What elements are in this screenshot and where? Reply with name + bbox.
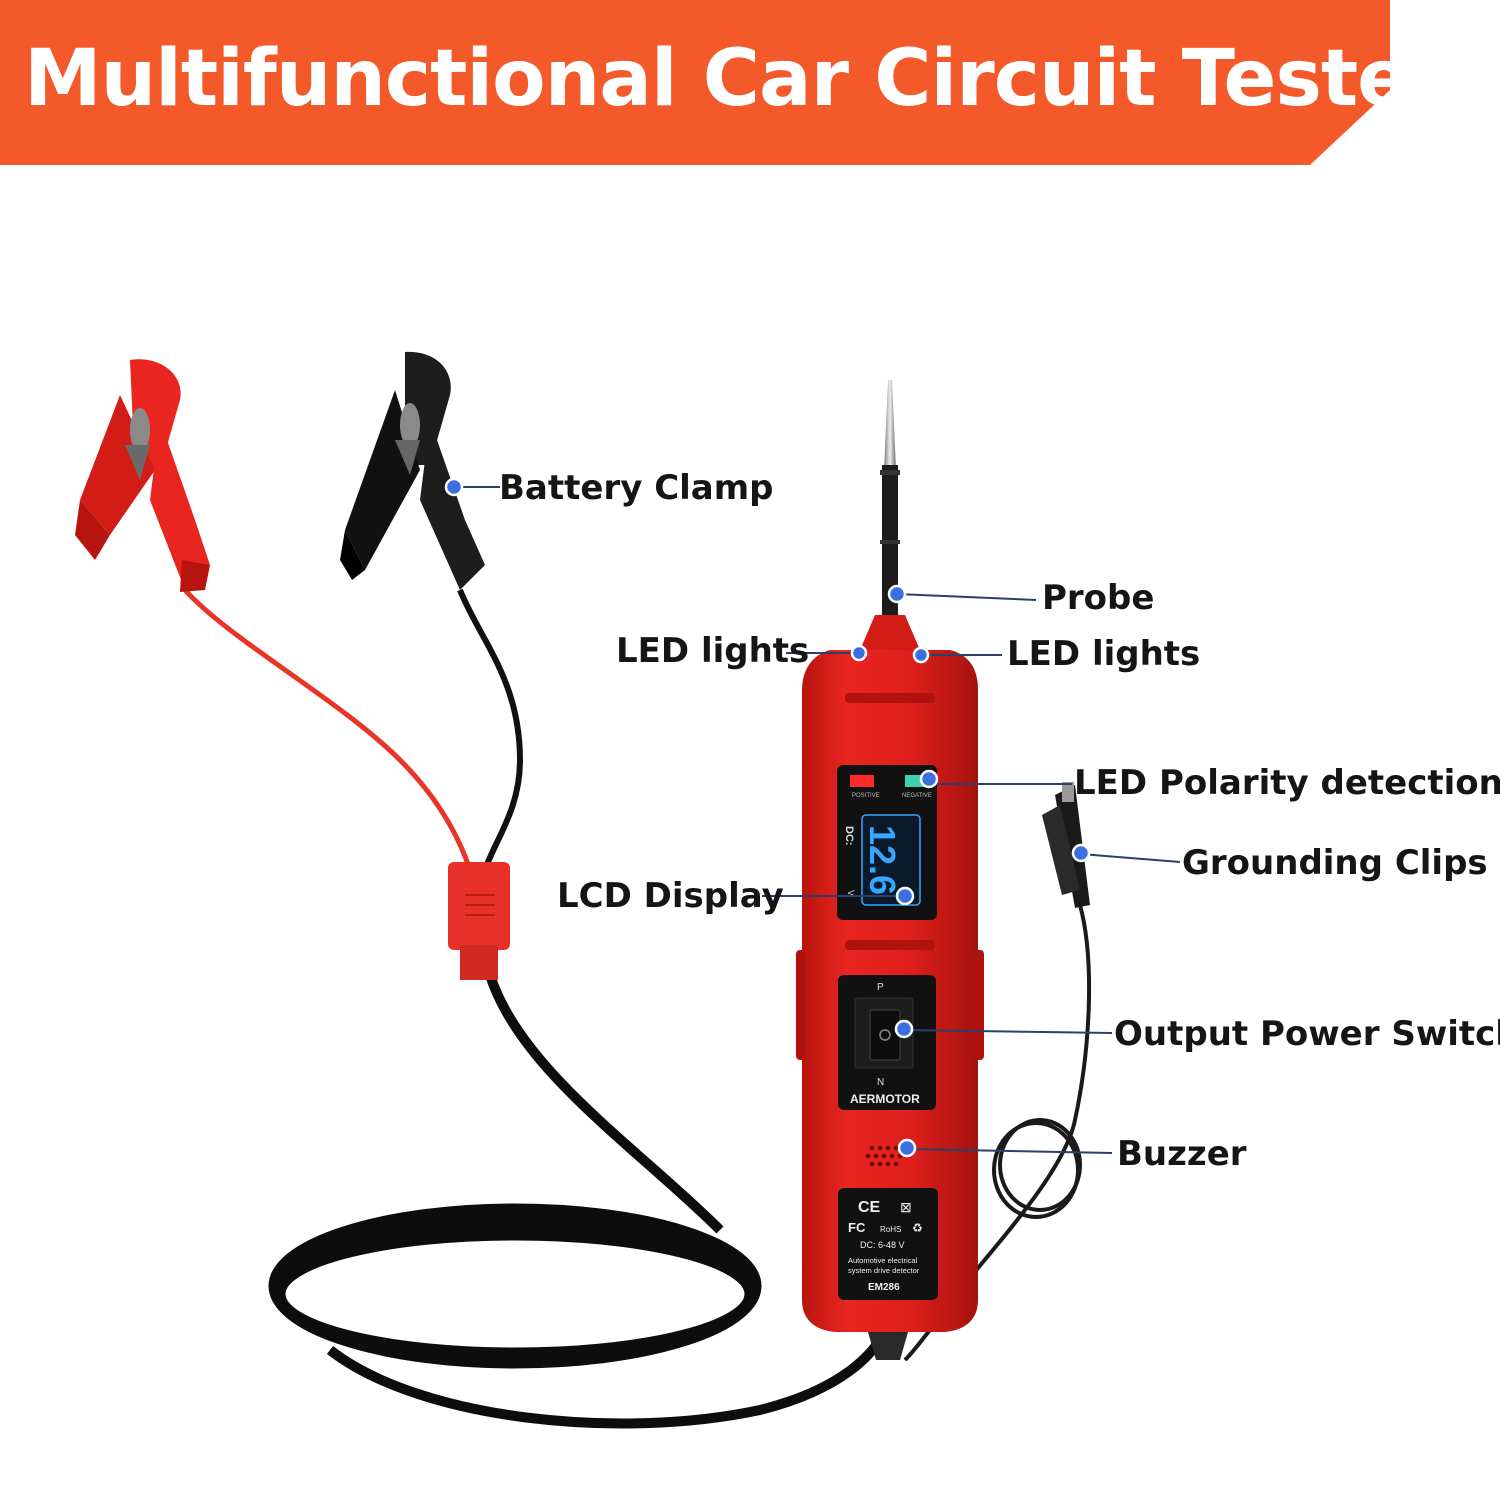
cable-junction <box>448 862 510 980</box>
callout-dot-probe <box>887 584 907 604</box>
tester-body: POSITIVE NEGATIVE DC: 12.6 V P N AERMOTO… <box>796 648 984 1360</box>
grounding-clip <box>1042 782 1090 908</box>
header-banner <box>0 0 1390 165</box>
label-led-lights-right: LED lights <box>1007 634 1201 674</box>
grounding-wire-coil <box>992 1118 1082 1219</box>
description-line-2: system drive detector <box>848 1266 920 1275</box>
weee-icon: ⊠ <box>900 1199 912 1215</box>
lcd-unit: V <box>846 890 856 896</box>
switch-n-label: N <box>877 1077 884 1088</box>
coiled-cable <box>268 1203 762 1369</box>
label-buzzer: Buzzer <box>1117 1134 1247 1174</box>
label-battery-clamp: Battery Clamp <box>499 468 774 508</box>
callout-dot-lcd <box>895 886 915 906</box>
page-title: Multifunctional Car Circuit Tester <box>24 34 1448 124</box>
ce-mark: CE <box>858 1199 881 1216</box>
label-led-polarity: LED Polarity detection <box>1074 763 1500 803</box>
recycle-icon: ♻ <box>912 1221 923 1235</box>
voltage-range: DC: 6-48 V <box>860 1240 905 1250</box>
dc-label: DC: <box>843 826 855 846</box>
lcd-screen <box>861 814 921 906</box>
rohs-mark: RoHS <box>880 1225 901 1234</box>
negative-label: NEGATIVE <box>902 793 932 799</box>
positive-label: POSITIVE <box>852 793 880 799</box>
label-grounding-clips: Grounding Clips <box>1182 843 1488 883</box>
cable-assembly <box>183 588 1092 1429</box>
callout-dot-buzzer <box>897 1138 917 1158</box>
label-output-power-switch: Output Power Switch <box>1114 1014 1500 1054</box>
callout-dot-grounding <box>1071 843 1091 863</box>
red-battery-clamp <box>75 359 210 592</box>
red-lead-wire <box>183 588 473 871</box>
brand-logo: AERMOTOR <box>850 1092 920 1106</box>
callout-dot-switch <box>894 1019 914 1039</box>
model-number: EM286 <box>868 1282 900 1293</box>
description-line-1: Automotive electrical <box>848 1256 918 1265</box>
callout-dot-led-left <box>850 644 868 662</box>
main-cable-lower <box>326 1337 885 1429</box>
tester-probe <box>860 380 920 650</box>
label-led-lights-left: LED lights <box>616 631 810 671</box>
grip-ridges <box>796 940 984 1060</box>
positive-led <box>850 775 874 787</box>
callout-dot-led-right <box>912 646 930 664</box>
callout-dot-battery-clamp <box>444 477 464 497</box>
callout-dot-led-polarity <box>919 769 939 789</box>
black-lead-wire <box>457 588 524 871</box>
fc-mark: FC <box>848 1220 866 1235</box>
buzzer-grille <box>865 1145 903 1167</box>
label-lcd-display: LCD Display <box>557 876 784 916</box>
black-battery-clamp <box>340 351 485 590</box>
switch-p-label: P <box>877 982 884 993</box>
label-probe: Probe <box>1042 578 1155 618</box>
main-cable-upper <box>485 973 724 1234</box>
lcd-value: 12.6 <box>862 825 903 895</box>
callout-dots <box>444 477 1091 1158</box>
